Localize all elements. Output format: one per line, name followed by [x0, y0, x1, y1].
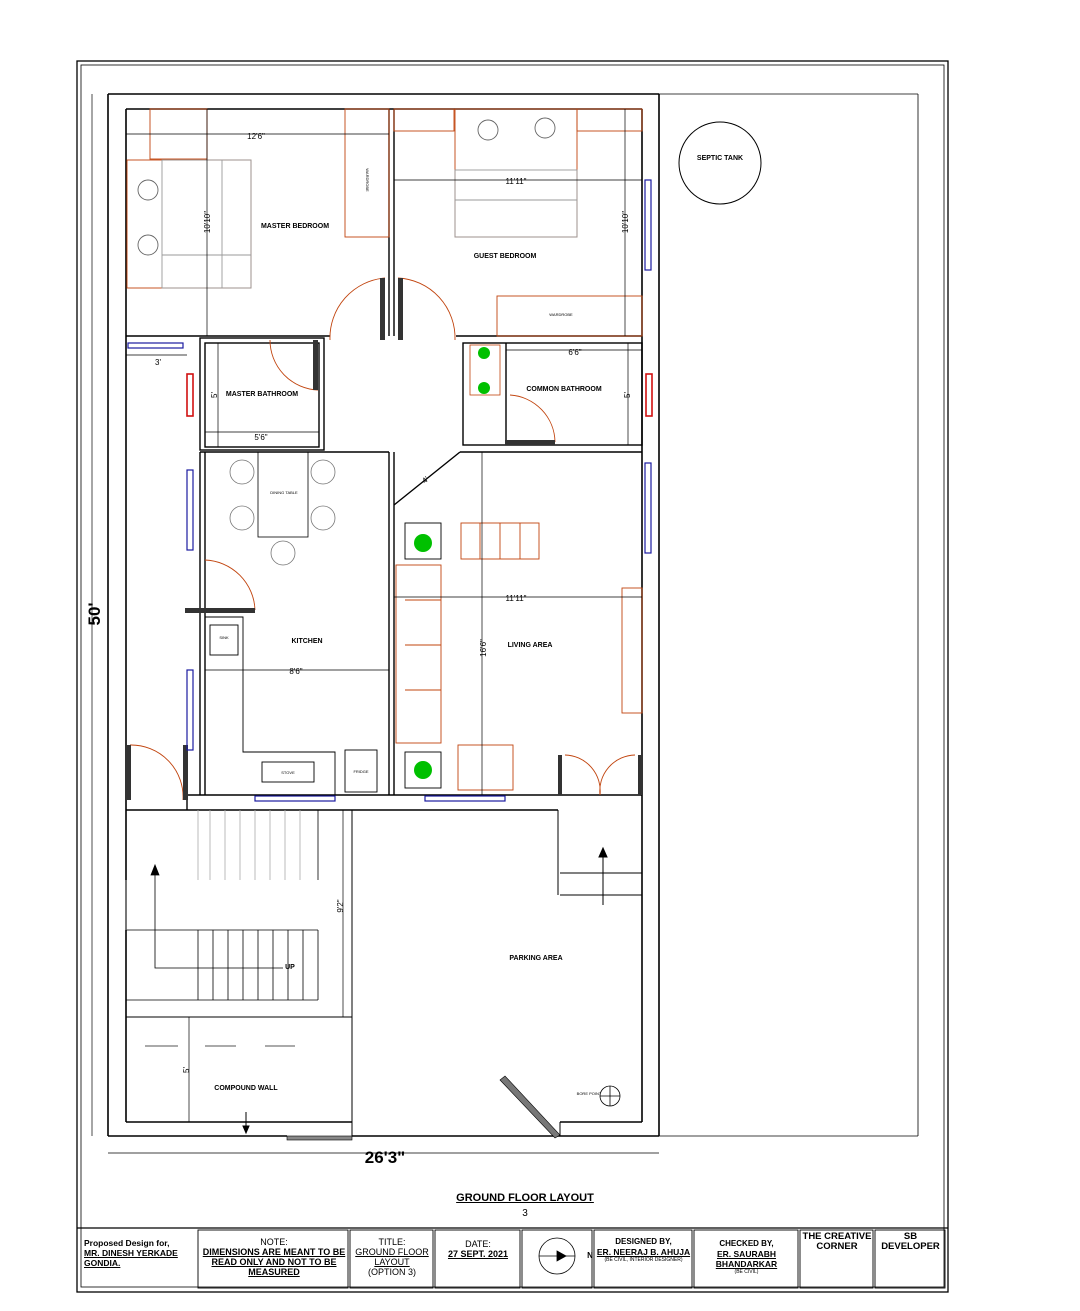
tb-checked: CHECKED BY, ER. SAURABH BHANDARKAR (BE C… — [695, 1229, 798, 1291]
dim-master-bed-width: 12'6" — [247, 132, 265, 141]
tb-firm1-line2: CORNER — [816, 1241, 858, 1252]
master-bathroom-label: MASTER BATHROOM — [226, 391, 298, 398]
staircase — [125, 810, 319, 1001]
tb-client: Proposed Design for, MR. DINESH YERKADE … — [84, 1229, 196, 1291]
tb-proposed-label: Proposed Design for, — [84, 1238, 170, 1248]
tb-designer: ER. NEERAJ B. AHUJA — [596, 1247, 691, 1257]
plant-2 — [414, 761, 432, 779]
living-furniture — [395, 522, 643, 791]
kitchen-label: KITCHEN — [291, 638, 322, 645]
dim-guest-bed-width: 11'11" — [506, 177, 527, 186]
dim-common-bath-width: 6'6" — [568, 348, 581, 357]
sink-label: SINK — [219, 635, 229, 640]
tb-title: TITLE: GROUND FLOOR LAYOUT (OPTION 3) — [351, 1229, 433, 1291]
stove-label: STOVE — [281, 770, 295, 775]
doors — [129, 277, 636, 801]
dim-front-depth: 5' — [182, 1067, 191, 1073]
plot-boundary — [107, 93, 660, 1137]
tb-checker-2: BHANDARKAR — [715, 1259, 778, 1269]
parking-gate — [499, 1075, 561, 1139]
dimension-lines — [91, 94, 659, 1154]
tb-firm-1: THE CREATIVE CORNER — [801, 1229, 873, 1291]
tb-north: N — [585, 1229, 595, 1291]
tb-title-label: TITLE: — [378, 1237, 406, 1247]
tb-date-label: DATE: — [465, 1239, 491, 1249]
tb-date-value: 27 SEPT. 2021 — [447, 1249, 509, 1259]
compound-wall-label: COMPOUND WALL — [214, 1085, 278, 1092]
master-bed — [126, 108, 390, 289]
tb-note: NOTE: DIMENSIONS ARE MEANT TO BE READ ON… — [200, 1229, 348, 1291]
living-area-label: LIVING AREA — [508, 642, 553, 649]
stair-up-label: UP — [285, 964, 295, 971]
drawing-subtitle: 3 — [522, 1208, 528, 1219]
dim-living-depth: 16'6" — [479, 639, 488, 657]
compound-area — [126, 810, 353, 1136]
tb-client-name: MR. DINESH YERKADE — [84, 1248, 178, 1258]
dim-passage: 3' — [155, 358, 161, 367]
dim-overall-width: 26'3" — [365, 1148, 405, 1167]
dim-living-width: 11'11" — [506, 594, 527, 603]
septic-tank-label: SEPTIC TANK — [697, 155, 743, 162]
windows — [127, 179, 652, 802]
drawing-title: GROUND FLOOR LAYOUT — [456, 1192, 594, 1204]
dim-common-bath-depth: 5' — [623, 392, 632, 398]
tb-client-city: GONDIA. — [84, 1258, 121, 1268]
tb-designed-label: DESIGNED BY, — [615, 1237, 672, 1246]
dim-parking-depth: 9'2" — [336, 899, 345, 912]
tb-title-line3: (OPTION 3) — [367, 1267, 416, 1277]
door-leaves — [126, 278, 642, 800]
tb-designed: DESIGNED BY, ER. NEERAJ B. AHUJA (BE CIV… — [595, 1229, 692, 1291]
front-gate — [286, 1135, 353, 1141]
bath-fixtures — [469, 344, 501, 396]
red-windows — [186, 373, 653, 417]
dim-kitchen-width: 8'6" — [289, 667, 302, 676]
sheet-border-inner — [80, 64, 945, 1288]
kitchen-counter — [204, 616, 378, 796]
title-block-grid — [197, 1229, 946, 1289]
wardrobe-label-2: WARDROBE — [549, 312, 573, 317]
plant-1 — [414, 534, 432, 552]
sheet-border-outer — [76, 60, 949, 1293]
common-bathroom-label: COMMON BATHROOM — [526, 386, 601, 393]
bore-point-label: BORE POINT — [577, 1091, 602, 1096]
tb-firm-2: SB DEVELOPER — [876, 1229, 945, 1291]
fridge-label: FRIDGE — [353, 769, 368, 774]
dim-master-bed-depth: 10'10" — [203, 211, 212, 233]
tb-firm2-line2: DEVELOPER — [881, 1241, 940, 1252]
tb-checker-1: ER. SAURABH — [716, 1249, 777, 1259]
parking-area-label: PARKING AREA — [509, 955, 562, 962]
parking-steps — [557, 810, 642, 1136]
tb-designer-cred: (BE CIVIL, INTERIOR DESIGNER) — [604, 1257, 683, 1263]
dining-set — [229, 451, 336, 566]
dim-master-bath-width: 5'6" — [254, 433, 267, 442]
tb-note-label: NOTE: — [260, 1237, 288, 1247]
tb-title-line2: LAYOUT — [374, 1257, 410, 1267]
guest-bed — [393, 108, 643, 337]
north-arrow-icon — [538, 1237, 576, 1275]
wardrobe-label-1: WARDROBE — [365, 168, 370, 192]
tb-firm2-line1: SB — [903, 1231, 918, 1242]
dim-master-bath-depth: 5' — [210, 392, 219, 398]
septic-tank — [678, 121, 762, 205]
tb-title-line1: GROUND FLOOR — [355, 1247, 429, 1257]
tb-checker-cred: (BE CIVIL) — [734, 1269, 759, 1275]
dim-guest-bed-depth: 10'10" — [621, 211, 630, 233]
tb-date: DATE: 27 SEPT. 2021 — [436, 1229, 520, 1291]
bore-point-symbol — [599, 1085, 621, 1107]
master-bedroom-label: MASTER BEDROOM — [261, 223, 329, 230]
tb-note-text: DIMENSIONS ARE MEANT TO BE READ ONLY AND… — [202, 1247, 346, 1277]
tb-north-letter: N — [587, 1251, 593, 1260]
tb-firm1-line1: THE CREATIVE — [802, 1231, 872, 1242]
guest-bedroom-label: GUEST BEDROOM — [474, 253, 537, 260]
dining-table-label: DINING TABLE — [270, 490, 298, 495]
dim-living-diag: 4' — [420, 474, 431, 485]
tb-checked-label: CHECKED BY, — [719, 1239, 774, 1248]
dim-overall-height: 50' — [85, 603, 104, 626]
